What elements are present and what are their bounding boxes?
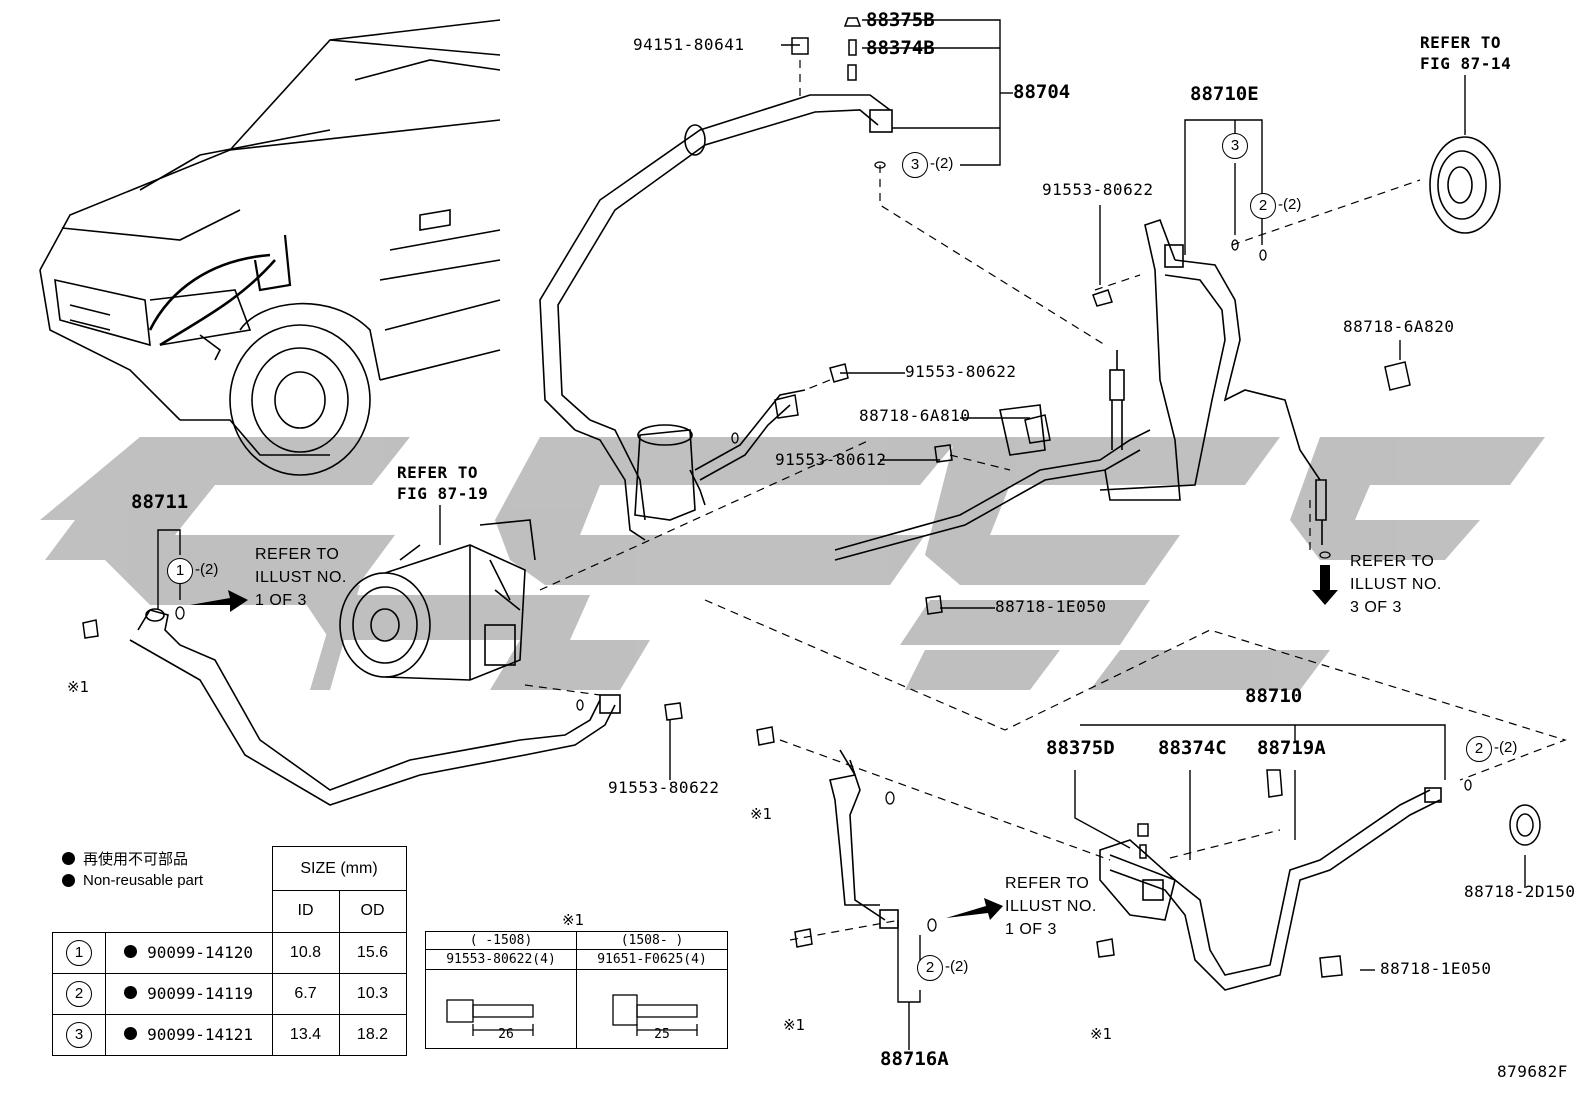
bolt-col1-length: 26 — [498, 1027, 514, 1042]
bolt-col1-part: 91553-80622(4) — [425, 949, 577, 970]
part-label-88374b: 88374B — [866, 37, 935, 59]
pipe-88710e — [1099, 218, 1327, 545]
bolt-col2-part: 91651-F0625(4) — [576, 949, 728, 970]
note-mark-1: ※1 — [783, 1016, 806, 1034]
callout-2-88710: 2 — [1466, 736, 1492, 762]
legend-jp: 再使用不可部品 — [62, 848, 188, 869]
grommet — [1429, 136, 1501, 234]
non-reusable-dot-icon — [124, 986, 138, 999]
refer-fig-87-14[interactable]: REFER TO FIG 87-14 — [1420, 33, 1512, 73]
non-reusable-dot-icon — [124, 1027, 138, 1040]
row-number: 3 — [66, 1021, 92, 1048]
row-od: 18.2 — [338, 1013, 407, 1056]
callout-2-88716a: 2 — [917, 955, 943, 981]
legend-jp-text: 再使用不可部品 — [83, 851, 189, 868]
callout-qty: -(2) — [1494, 739, 1518, 756]
row-id: 13.4 — [271, 1013, 340, 1056]
part-label-88718-6a820: 88718-6A820 — [1343, 317, 1455, 336]
part-label-88710e: 88710E — [1190, 83, 1259, 105]
callout-qty: -(2) — [930, 155, 954, 172]
part-label-91553-80612: 91553-80612 — [775, 450, 887, 469]
row-od: 10.3 — [338, 972, 407, 1015]
callout-qty: -(2) — [195, 561, 219, 578]
od-header: OD — [338, 890, 407, 933]
non-reusable-dot-icon — [62, 874, 75, 887]
legend-en: Non-reusable part — [62, 872, 203, 889]
row-number: 2 — [66, 980, 92, 1007]
row-id: 6.7 — [271, 972, 340, 1015]
callout-2-88710e: 2 — [1250, 193, 1276, 219]
non-reusable-dot-icon — [124, 945, 138, 958]
id-header: ID — [271, 890, 340, 933]
size-table: SIZE (mm) ID OD 1 90099-14120 10.8 15.6 … — [52, 846, 407, 1056]
callout-3-88704: 3 — [902, 152, 928, 178]
refer-fig-87-19[interactable]: REFER TO FIG 87-19 — [397, 463, 489, 503]
vehicle-outline — [39, 19, 501, 476]
bolt-col2-length: 25 — [654, 1027, 670, 1042]
note-mark-1: ※1 — [1090, 1025, 1113, 1043]
part-label-91553-80622-bottom: 91553-80622 — [608, 778, 720, 797]
part-label-88375d: 88375D — [1046, 737, 1115, 759]
callout-qty: -(2) — [1278, 196, 1302, 213]
row-part: 90099-14119 — [147, 984, 254, 1003]
table-row: 2 90099-14119 6.7 10.3 — [52, 972, 407, 1015]
pipe-88710 — [1099, 787, 1442, 991]
o-rings — [175, 161, 1472, 932]
part-label-88718-2d150: 88718-2D150 — [1464, 882, 1576, 901]
leader-lines — [157, 19, 1526, 1050]
compressor — [339, 519, 536, 681]
legend-en-text: Non-reusable part — [83, 872, 204, 889]
note-mark-1: ※1 — [67, 678, 90, 696]
fasteners — [82, 17, 1541, 978]
row-part: 90099-14121 — [147, 1025, 254, 1044]
refer-illust-1-of-3-bottom[interactable]: REFER TO ILLUST NO. 1 OF 3 — [1005, 875, 1097, 938]
part-label-91553-80622-mid: 91553-80622 — [905, 362, 1017, 381]
row-part: 90099-14120 — [147, 943, 254, 962]
callout-3-88710e: 3 — [1222, 133, 1248, 159]
non-reusable-dot-icon — [62, 852, 75, 865]
table-row: 3 90099-14121 13.4 18.2 — [52, 1013, 407, 1056]
note-mark-1: ※1 — [750, 805, 773, 823]
row-number: 1 — [66, 939, 92, 966]
dashed-leaders — [524, 60, 1567, 941]
part-label-88375b: 88375B — [866, 9, 935, 31]
refer-illust-1-of-3-left[interactable]: REFER TO ILLUST NO. 1 OF 3 — [255, 546, 347, 609]
bolt-col1-range: ( -1508) — [425, 931, 577, 950]
figure-code: 879682F — [1497, 1062, 1568, 1081]
callout-qty: -(2) — [945, 958, 969, 975]
part-label-88710: 88710 — [1245, 685, 1303, 707]
pipe-88716a — [829, 749, 899, 929]
part-label-88711: 88711 — [131, 491, 189, 513]
part-label-88704: 88704 — [1013, 81, 1071, 103]
refer-illust-3-of-3[interactable]: REFER TO ILLUST NO. 3 OF 3 — [1350, 553, 1442, 616]
pipe-suction — [694, 350, 1151, 561]
part-label-88718-1e050-mid: 88718-1E050 — [995, 597, 1107, 616]
part-label-88716a: 88716A — [880, 1048, 949, 1070]
part-label-91553-80622-top: 91553-80622 — [1042, 180, 1154, 199]
bolt-table-title: ※1 — [562, 911, 585, 929]
part-label-88718-1e050-bottom: 88718-1E050 — [1380, 959, 1492, 978]
table-row: 1 90099-14120 10.8 15.6 — [52, 931, 407, 974]
row-od: 15.6 — [338, 931, 407, 974]
hose-88704 — [539, 94, 893, 541]
part-label-88374c: 88374C — [1158, 737, 1227, 759]
arrows — [190, 565, 1338, 920]
row-id: 10.8 — [271, 931, 340, 974]
part-label-88718-6a810: 88718-6A810 — [859, 406, 971, 425]
callout-1-88711: 1 — [167, 558, 193, 584]
bolt-col2-range: (1508- ) — [576, 931, 728, 950]
pipe-88711 — [129, 608, 621, 806]
size-header: SIZE (mm) — [271, 846, 407, 891]
bolt-table: ( -1508) (1508- ) 91553-80622(4) 91651-F… — [425, 931, 728, 1049]
part-label-94151-80641: 94151-80641 — [633, 35, 745, 54]
part-label-88719a: 88719A — [1257, 737, 1326, 759]
